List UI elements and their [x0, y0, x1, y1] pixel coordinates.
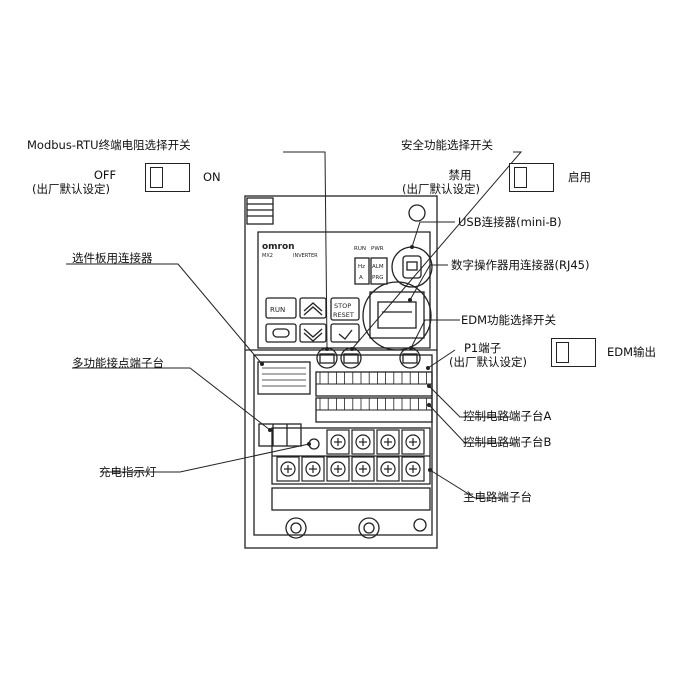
off-label: OFF — [93, 168, 117, 182]
terminal-screw — [355, 461, 371, 477]
p1-terminal-label: P1端子 — [464, 341, 502, 355]
leader-edm — [410, 319, 460, 349]
modbus-switch-icon — [145, 163, 190, 192]
rj45-connector-port — [362, 281, 432, 351]
terminal-screw — [280, 461, 296, 477]
up-key — [299, 297, 327, 319]
enabled-label: 启用 — [568, 170, 591, 184]
terminal-screw — [405, 434, 421, 450]
enter-key — [330, 323, 360, 343]
terminal-screw-housing — [376, 456, 400, 482]
safety-switch-icon — [509, 163, 554, 192]
control-terminal-b-label: 控制电路端子台B — [463, 435, 552, 449]
terminal-screw-housing — [376, 429, 400, 455]
safety-switch-label: 安全功能选择开关 — [401, 138, 493, 152]
leader-p1 — [427, 349, 456, 369]
key-stop-text: STOP — [334, 302, 351, 310]
func-key — [265, 323, 297, 343]
relay-terminal-part — [258, 423, 302, 447]
terminal-screw-housing — [351, 429, 375, 455]
terminal-screw — [405, 461, 421, 477]
leader-option — [66, 263, 263, 365]
terminal-screw-housing — [401, 429, 425, 455]
terminal-screw-housing — [351, 456, 375, 482]
usb-connector-label: USB连接器(mini-B) — [458, 215, 562, 229]
run-key — [265, 297, 297, 319]
main-terminal-label: 主电路端子台 — [463, 490, 532, 504]
terminal-screw — [380, 434, 396, 450]
leader-charge — [100, 443, 310, 473]
leader-modbus — [283, 151, 328, 350]
terminal-screw — [305, 461, 321, 477]
key-reset-text: RESET — [333, 311, 354, 319]
leader-main — [429, 469, 507, 499]
terminal-screw-housing — [401, 456, 425, 482]
brand-text: omron — [262, 242, 295, 252]
factory-default-label-1: (出厂默认设定) — [32, 182, 110, 196]
leader-ctrl-b — [428, 404, 515, 444]
leader-rj45 — [409, 264, 448, 301]
control-terminal-a-label: 控制电路端子台A — [463, 409, 552, 423]
down-key — [299, 323, 327, 343]
factory-default-label-3: (出厂默认设定) — [449, 355, 527, 369]
led-pwr-text: PWR — [371, 246, 384, 252]
led-a-text: A — [359, 275, 363, 281]
main-terminal-screws-bottom — [276, 456, 425, 482]
stop-reset-key — [330, 297, 360, 321]
on-label: ON — [203, 170, 221, 184]
led-hz-text: Hz — [358, 264, 365, 270]
factory-default-label-2: (出厂默认设定) — [402, 182, 480, 196]
leader-relay — [72, 367, 271, 431]
edm-switch-icon — [551, 338, 596, 367]
inverter-housing — [244, 195, 438, 549]
terminal-screw — [330, 434, 346, 450]
charge-lamp-label: 充电指示灯 — [99, 465, 157, 479]
edm-switch-label: EDM功能选择开关 — [461, 313, 557, 327]
top-screw — [408, 204, 426, 222]
terminal-screw-housing — [326, 429, 350, 455]
leader-ctrl-a — [428, 385, 510, 418]
terminal-screw-housing — [326, 456, 350, 482]
operator-connector-label: 数字操作器用连接器(RJ45) — [451, 258, 590, 272]
usb-connector-port — [391, 246, 433, 288]
edm-output-label: EDM输出 — [607, 345, 657, 359]
model-text: MX2 — [262, 253, 273, 259]
led-alm-text: ALM — [372, 264, 384, 270]
leader-usb — [411, 221, 455, 248]
led-prg-text: PRG — [372, 275, 383, 281]
option-board-connector-label: 选件板用连接器 — [72, 251, 153, 265]
type-text: INVERTER — [293, 253, 318, 259]
terminal-screw — [330, 461, 346, 477]
option-board-connector-part — [257, 361, 311, 395]
terminal-screw — [355, 434, 371, 450]
control-terminal-ticks — [319, 372, 428, 410]
terminal-screw-housing — [301, 456, 325, 482]
disabled-label: 禁用 — [448, 168, 472, 182]
terminal-screw-housing — [276, 456, 300, 482]
relay-terminal-label: 多功能接点端子台 — [72, 356, 164, 370]
led-run-text: RUN — [354, 246, 366, 252]
modbus-switch-label: Modbus-RTU终端电阻选择开关 — [27, 138, 191, 152]
main-terminal-screws-top — [326, 429, 425, 455]
terminal-screw — [380, 461, 396, 477]
leader-safety — [351, 151, 523, 350]
key-run-text: RUN — [270, 306, 285, 314]
